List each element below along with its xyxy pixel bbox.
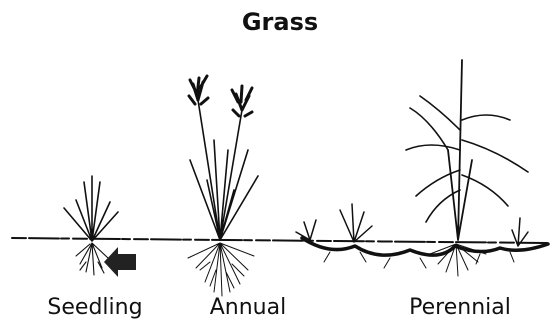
label-seedling: Seedling bbox=[20, 295, 170, 320]
label-perennial: Perennial bbox=[385, 295, 535, 320]
arrow-icon bbox=[104, 247, 136, 277]
annual-plant bbox=[188, 76, 258, 296]
label-annual: Annual bbox=[173, 295, 323, 320]
